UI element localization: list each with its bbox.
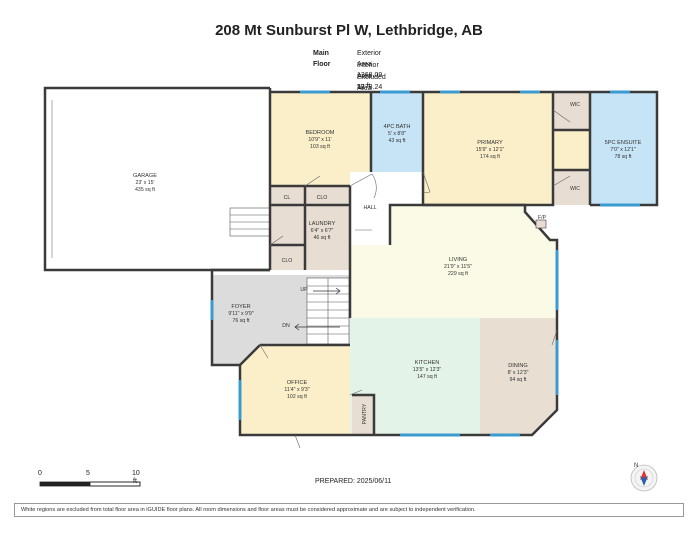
- exterior-area: Exterior Area 1368.09 sq ft: [357, 50, 383, 90]
- stairs-down-label: DN: [282, 323, 290, 329]
- office-fill: [240, 345, 350, 435]
- page-title: 208 Mt Sunburst Pl W, Lethbridge, AB: [215, 22, 483, 39]
- scale-ten: 10: [132, 470, 140, 477]
- kitchen-dims: 13'5" x 12'3": [413, 367, 442, 373]
- scale-zero: 0: [38, 470, 42, 477]
- scale-five: 5: [86, 470, 90, 477]
- garage-dims: 23' x 15': [136, 180, 155, 186]
- wic-top-name: WIC: [570, 102, 580, 108]
- living-name: LIVING: [449, 257, 467, 263]
- kitchen-name: KITCHEN: [415, 360, 440, 366]
- kitchen-area: 147 sq ft: [417, 374, 437, 380]
- pantry-fill: [352, 395, 374, 435]
- dining-fill: [480, 318, 557, 435]
- wic-bottom-fill: [553, 170, 590, 205]
- primary-area: 174 sq ft: [480, 154, 500, 160]
- ensuite-fill: [590, 92, 657, 205]
- clo-2-name: CLO: [282, 258, 293, 264]
- pantry-name: PANTRY: [362, 403, 368, 424]
- bedroom-fill: [270, 92, 371, 186]
- hall-fill: [350, 172, 423, 245]
- door-swings: [259, 109, 571, 449]
- compass-north-label: N: [634, 463, 638, 469]
- stairs: [306, 277, 350, 345]
- footnote: White regions are excluded from total fl…: [14, 503, 684, 517]
- foyer-area: 76 sq ft: [232, 318, 250, 324]
- bath-area: 43 sq ft: [388, 138, 406, 144]
- laundry-dims: 6'4" x 6'7": [311, 228, 334, 234]
- scale-bar: [39, 481, 141, 487]
- living-fill: [350, 205, 557, 318]
- primary-fill: [423, 92, 590, 205]
- fireplace-icon: [535, 219, 547, 229]
- bedroom-area: 103 sq ft: [310, 144, 330, 150]
- wic-top-fill: [553, 92, 590, 130]
- office-name: OFFICE: [287, 380, 308, 386]
- bath-name: 4PC BATH: [384, 124, 411, 130]
- foyer-name: FOYER: [231, 304, 250, 310]
- office-dims: 11'4" x 9'3": [284, 387, 309, 393]
- ensuite-area: 78 sq ft: [614, 154, 632, 160]
- bath-dims: 5' x 8'8": [388, 131, 406, 137]
- primary-dims: 15'9" x 12'1": [476, 147, 505, 153]
- scale-unit: ft: [133, 478, 137, 485]
- deck-steps: [229, 207, 271, 237]
- clo-1-name: CLO: [317, 195, 328, 201]
- foyer-dims: 9'11" x 9'9": [228, 311, 253, 317]
- floor-label: Main Floor: [313, 50, 331, 68]
- room-labels: GARAGE 23' x 15' 435 sq ft BEDROOM 10'9"…: [133, 102, 642, 424]
- hall-name: HALL: [364, 205, 377, 211]
- laundry-area: 46 sq ft: [313, 235, 331, 241]
- dining-area: 94 sq ft: [509, 377, 527, 383]
- wic-bottom-name: WIC: [570, 186, 580, 192]
- bedroom-dims: 10'9" x 11': [308, 137, 331, 143]
- fp-name: F/P: [538, 215, 547, 221]
- laundry-fill: [305, 205, 350, 270]
- bedroom-name: BEDROOM: [306, 130, 335, 136]
- windows: [210, 90, 640, 437]
- bath-fill: [371, 92, 423, 172]
- primary-name: PRIMARY: [477, 140, 503, 146]
- stair-arrows: [294, 287, 341, 331]
- laundry-name: LAUNDRY: [309, 221, 336, 227]
- ensuite-dims: 7'0" x 12'1": [610, 147, 636, 153]
- dining-name: DINING: [508, 363, 528, 369]
- stairs-up-label: UP: [300, 287, 308, 293]
- ensuite-name: 5PC ENSUITE: [605, 140, 642, 146]
- office-area: 102 sq ft: [287, 394, 307, 400]
- clo-fill: [270, 245, 305, 270]
- living-area: 229 sq ft: [448, 271, 468, 277]
- compass-icon: [630, 464, 658, 492]
- prepared-date: PREPARED: 2025/06/11: [315, 478, 392, 485]
- garage-name: GARAGE: [133, 173, 157, 179]
- dining-dims: 8' x 12'3": [508, 370, 529, 376]
- living-dims: 21'9" x 11'5": [444, 264, 472, 270]
- cl-name: CL: [284, 195, 291, 201]
- garage-area: 435 sq ft: [135, 187, 155, 193]
- closets-fill: [270, 186, 350, 245]
